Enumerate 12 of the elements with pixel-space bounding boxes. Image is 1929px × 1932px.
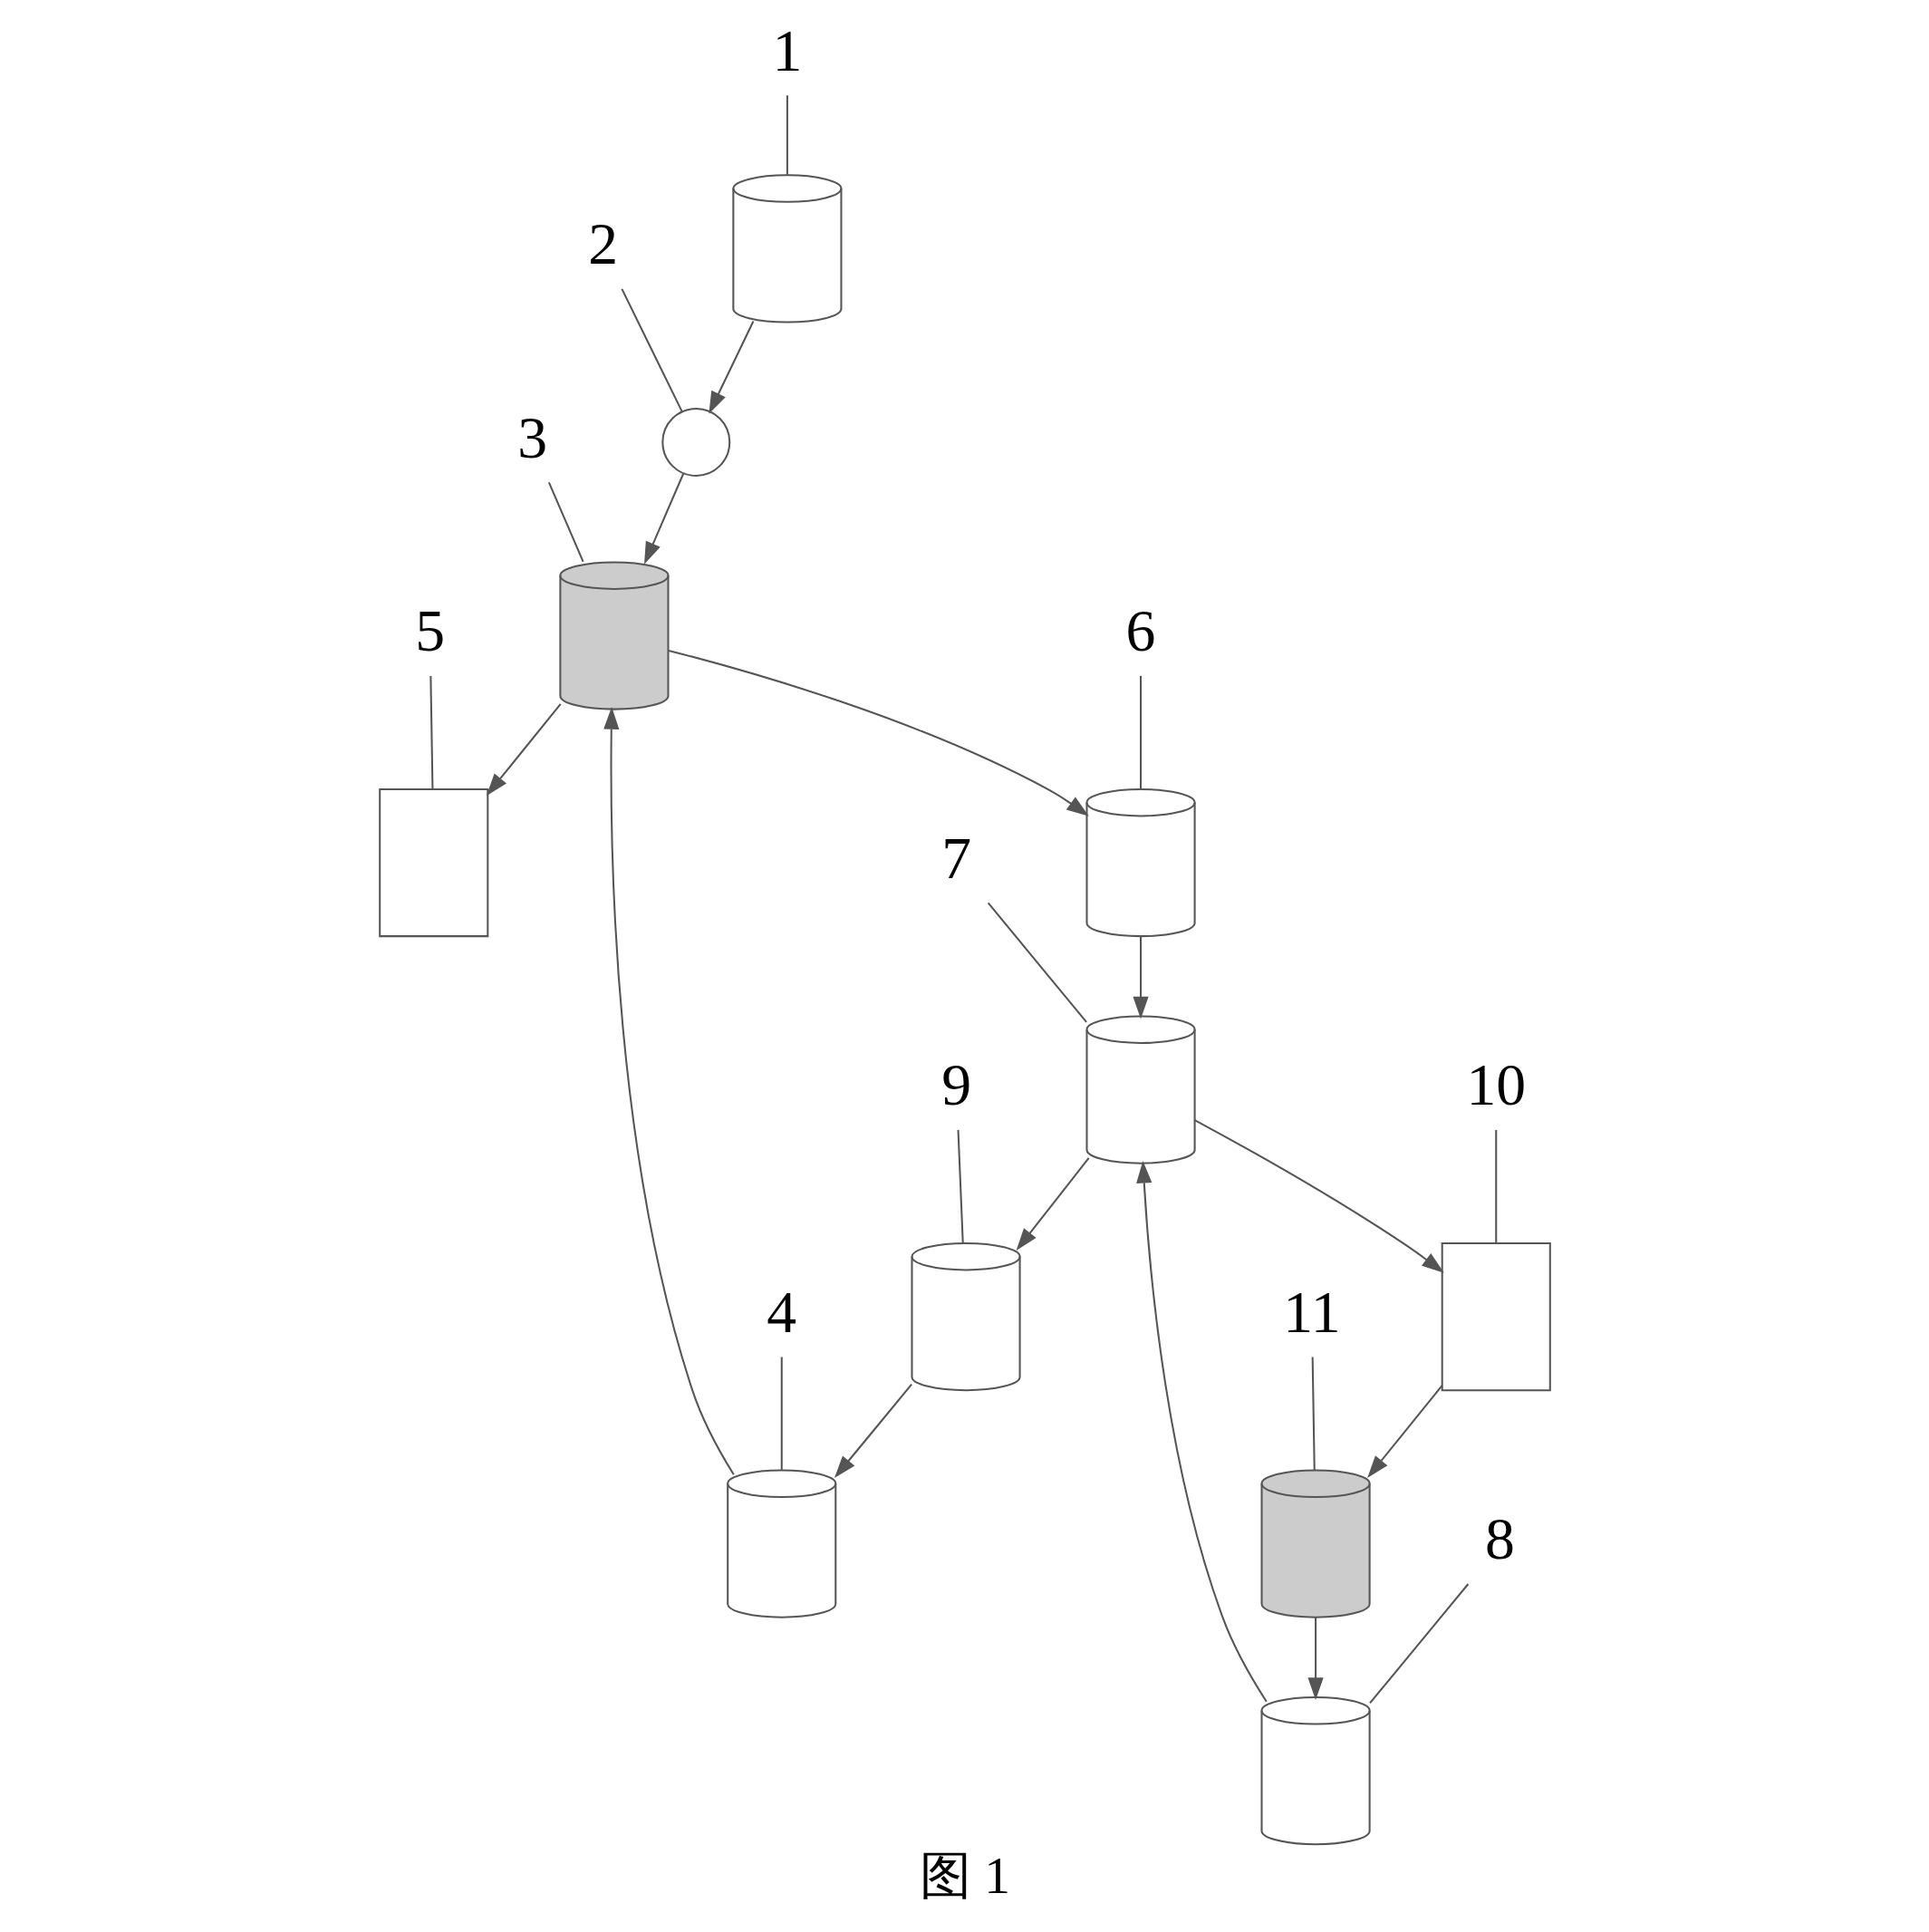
node-text: 9 [940, 1051, 971, 1118]
node-text: 4 [766, 1278, 796, 1345]
node-text: 8 [1484, 1505, 1515, 1572]
node-text: 7 [940, 824, 971, 891]
node-text: 10 [1465, 1051, 1526, 1118]
node-text: 6 [1125, 597, 1155, 664]
node-text: 5 [414, 597, 445, 664]
node-text: 3 [516, 403, 547, 470]
node-text: 1 [771, 16, 802, 83]
caption: 图 1 [919, 1847, 1010, 1905]
node-text: 2 [587, 210, 618, 277]
node-text: 11 [1282, 1278, 1341, 1345]
